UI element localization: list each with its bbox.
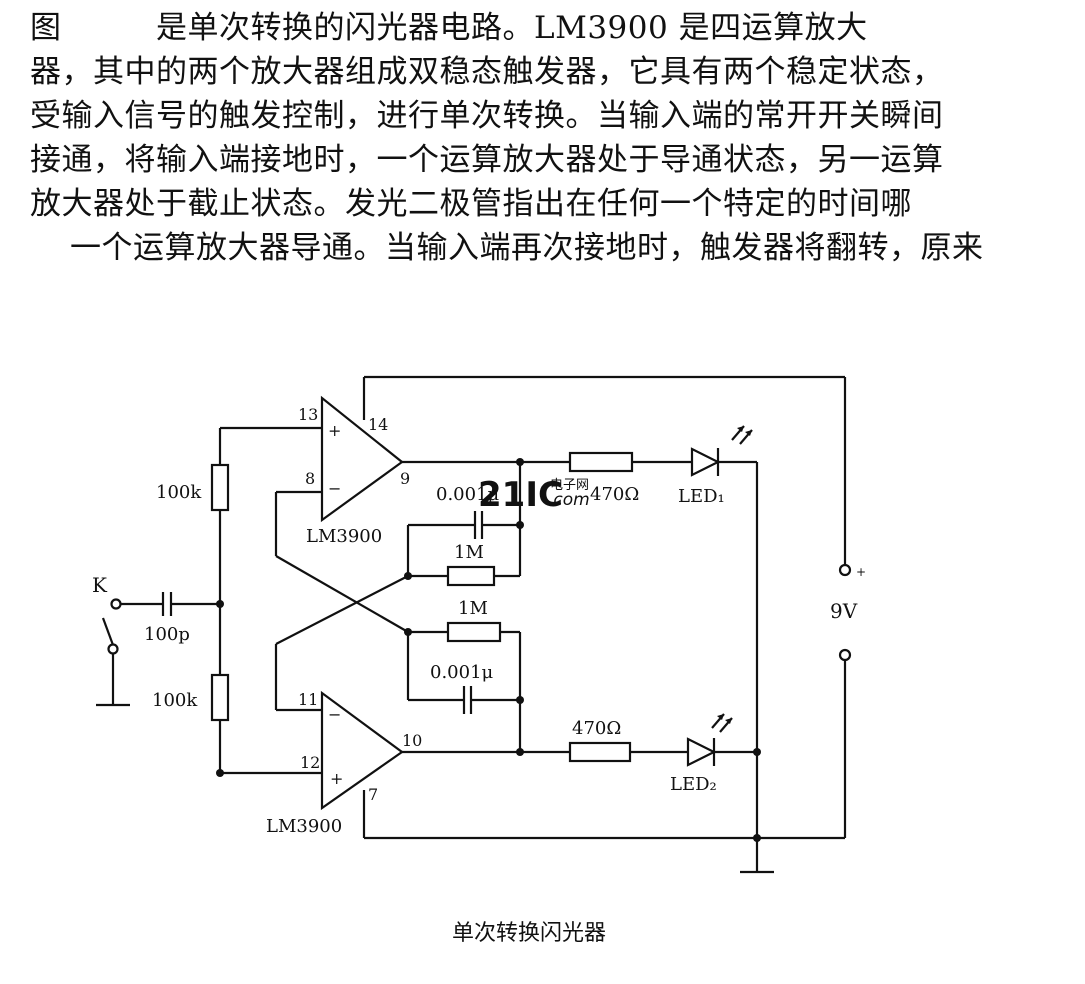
resistor-top — [210, 463, 230, 512]
resistor-feedback-bottom — [446, 621, 502, 643]
watermark-domain: .com — [548, 490, 590, 510]
res-fb-top-label: 1M — [454, 542, 484, 563]
opamp-top-name: LM3900 — [306, 526, 382, 547]
junction-dot — [404, 572, 412, 580]
junction-dot — [516, 521, 524, 529]
resistor-feedback-top — [446, 565, 496, 587]
minus-sign: − — [328, 705, 341, 724]
resistor-led2 — [568, 741, 632, 763]
cross-coupling — [274, 492, 409, 712]
pin-label: 7 — [368, 785, 378, 804]
junction-dot — [216, 600, 224, 608]
cap-bottom-label: 0.001μ — [430, 662, 494, 683]
res-fb-bottom-label: 1M — [458, 598, 488, 619]
switch-terminal-bottom — [107, 643, 119, 655]
led-branch-top: 470Ω LED₁ — [568, 425, 757, 507]
paragraph-line: 接通，将输入端接地时，一个运算放大器处于导通状态，另一运算 — [30, 142, 944, 178]
feedback-network-top: 0.001μ 1M — [404, 462, 524, 587]
paragraph-line: 图 是单次转换的闪光器电路。LM3900 是四运算放大 — [30, 10, 868, 46]
resistor-divider: 100k 100k — [152, 426, 322, 777]
feedback-network-bottom: 1M 0.001μ — [404, 598, 524, 752]
junction-dot — [516, 748, 524, 756]
plus-sign: + — [330, 769, 343, 788]
junction-dot — [404, 628, 412, 636]
input-capacitor-label: 100p — [144, 624, 190, 645]
opamp-bottom: 11 12 10 7 − + LM3900 — [266, 660, 847, 840]
supply-terminals: + 9V — [830, 563, 866, 662]
resistor-led1 — [568, 451, 634, 473]
junction-dot — [516, 696, 524, 704]
supply-label: 9V — [830, 599, 858, 623]
pin-label: 13 — [298, 405, 318, 424]
cap-top-label: 0.001μ — [436, 484, 500, 505]
res-led1-label: 470Ω — [590, 484, 639, 505]
paragraph-line: 一个运算放大器导通。当输入端再次接地时，触发器将翻转，原来 — [70, 230, 984, 266]
led2-diode — [686, 737, 717, 767]
pin-label: 14 — [368, 415, 388, 434]
resistor-bottom — [210, 673, 230, 722]
figure-caption: 单次转换闪光器 — [452, 921, 606, 946]
resistor-top-label: 100k — [156, 482, 202, 503]
input-capacitor: 100p — [121, 592, 220, 645]
opamp-top: 13 8 14 9 + − LM3900 — [276, 375, 847, 565]
led-branch-bottom: 470Ω LED₂ — [568, 713, 757, 795]
junction-dot — [753, 834, 761, 842]
opamp-bottom-name: LM3900 — [266, 816, 342, 837]
pin-label: 10 — [402, 731, 422, 750]
minus-sign: − — [328, 479, 341, 498]
led1-diode — [690, 447, 721, 477]
res-led2-label: 470Ω — [572, 718, 621, 739]
switch-blade — [101, 617, 115, 646]
paragraph-line: 放大器处于截止状态。发光二极管指出在任何一个特定的时间哪 — [30, 186, 912, 222]
watermark-small: 电子网 — [550, 478, 589, 493]
switch-k: K — [92, 573, 130, 707]
pin-label: 9 — [400, 469, 410, 488]
watermark-logo: 21IC 电子网 .com — [478, 475, 590, 515]
paragraph-line: 受输入信号的触发控制，进行单次转换。当输入端的常开开关瞬间 — [30, 98, 944, 134]
opamp-top-triangle — [320, 395, 404, 523]
paragraph-line: 器，其中的两个放大器组成双稳态触发器，它具有两个稳定状态， — [30, 54, 944, 90]
resistor-bottom-label: 100k — [152, 690, 198, 711]
pin-label: 11 — [298, 690, 318, 709]
switch-terminal-top — [110, 598, 122, 610]
plus-sign: + — [328, 421, 341, 440]
supply-plus-sign: + — [856, 565, 866, 579]
supply-minus-terminal — [838, 648, 852, 662]
supply-plus-terminal — [838, 563, 852, 577]
junction-dot — [753, 748, 761, 756]
led2-label: LED₂ — [670, 774, 717, 795]
switch-label: K — [92, 573, 108, 597]
ground-rail — [740, 462, 774, 874]
pin-label: 8 — [305, 469, 315, 488]
opamp-bottom-triangle — [320, 690, 404, 811]
led1-label: LED₁ — [678, 486, 725, 507]
pin-label: 12 — [300, 753, 320, 772]
